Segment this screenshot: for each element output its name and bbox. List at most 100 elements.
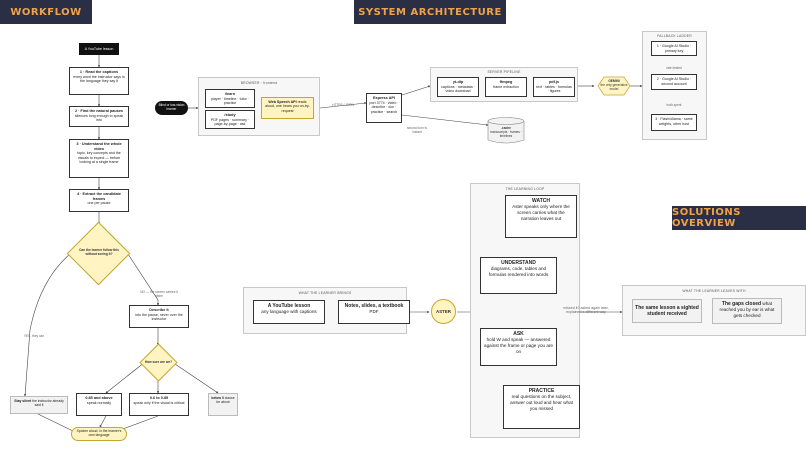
- describe-box: Describe it into the pause, never over t…: [129, 305, 189, 328]
- gemini-label: GEMINI the only generative model: [599, 79, 629, 91]
- learning-loop-label: THE LEARNING LOOP: [505, 187, 545, 191]
- browser-panel-label: BROWSER · frontend: [240, 81, 278, 85]
- ytdlp-text: captions · metadata · video download: [441, 84, 475, 94]
- watch-title: WATCH: [532, 198, 550, 204]
- bring-youtube-text: any language with captions: [261, 309, 317, 314]
- ffmpeg-box: ffmpeg frame extraction: [485, 77, 527, 97]
- study-route-box: /study PDF pages · summary · page-by-pag…: [205, 110, 255, 129]
- workflow-banner: WORKFLOW: [0, 0, 92, 24]
- ffmpeg-text: frame extraction: [493, 84, 519, 89]
- confidence-high-text: speak normally: [86, 400, 112, 405]
- learn-title: /learn: [224, 92, 236, 96]
- bring-notes-title: Notes, slides, a textbook: [344, 303, 404, 309]
- confidence-low-text: clause be about: [216, 396, 235, 405]
- ytdlp-box: yt-dlp captions · metadata · video downl…: [437, 77, 479, 97]
- ask-title: ASK: [513, 331, 524, 337]
- both-spent-label: both spent: [666, 103, 682, 107]
- practice-title: PRACTICE: [528, 388, 555, 394]
- workflow-step-2: 2 · Find the natural pauses silences lon…: [69, 106, 129, 127]
- ask-text: hold W and speak — answered against the …: [484, 337, 553, 354]
- leave-gaps-closed-text: what reached you by ear is what gets che…: [719, 301, 775, 318]
- watch-box: WATCH Aster speaks only where the screen…: [505, 195, 577, 238]
- confidence-high-box: 0.85 and above speak normally: [76, 393, 122, 416]
- learn-route-box: /learn player · timeline · tutor · pract…: [205, 89, 255, 108]
- rate-limited-label: rate limited: [666, 66, 682, 70]
- stay-silent-text: the instructor already said it: [32, 399, 64, 408]
- confidence-high-title: 0.85 and above: [85, 396, 113, 400]
- confidence-mid-title: 0.6 to 0.85: [149, 396, 169, 400]
- describe-title: Describe it: [149, 308, 169, 312]
- learn-text: player · timeline · tutor · practice: [211, 96, 249, 106]
- web-speech-title: Web Speech API: [268, 100, 297, 104]
- express-api-box: Express API port 3774 · video · describe…: [366, 93, 402, 123]
- step-2-title: 2 · Find the natural pauses: [74, 109, 124, 113]
- workflow-end-node: Spoken aloud, in the learner's own langu…: [71, 427, 127, 441]
- pdfjs-title: pdf.js: [548, 80, 560, 84]
- confidence-low-title: below 0: [211, 396, 224, 400]
- step-2-text: silences long enough to speak into: [74, 113, 124, 123]
- step-4-title: 4 · Extract the candidate frames: [77, 192, 121, 201]
- express-api-title: Express API: [372, 96, 396, 100]
- fallback-ladder-label: FALLBACK LADDER: [657, 34, 692, 38]
- workflow-step-3: 3 · Understand the whole video topic, ke…: [69, 139, 129, 178]
- understand-title: UNDERSTAND: [501, 260, 536, 266]
- https-edge-label: HTTPS / JSON: [332, 103, 354, 107]
- system-architecture-banner: SYSTEM ARCHITECTURE: [354, 0, 506, 24]
- workflow-step-1: 1 · Read the captions every word the ins…: [69, 67, 129, 95]
- loop-edge-label: missed it? asked again later, explained …: [563, 306, 609, 314]
- bring-notes-text: PDF: [369, 309, 379, 314]
- express-api-text: port 3774 · video · describe · doc · pra…: [369, 100, 399, 114]
- model-2-box: 2 · Google AI Studio · second account: [651, 74, 697, 90]
- workflow-start-node: A YouTube lesson: [79, 43, 119, 55]
- leaves-label: WHAT THE LEARNER LEAVES WITH: [682, 289, 746, 293]
- bring-youtube-box: A YouTube lesson any language with capti…: [253, 300, 325, 324]
- step-3-title: 3 · Understand the whole video: [76, 142, 122, 151]
- leave-same-lesson-box: The same lesson a sighted student receiv…: [632, 299, 702, 323]
- describe-text: into the pause, never over the instructo…: [135, 312, 183, 322]
- pdfjs-box: pdf.js text · tables · formulas · figure…: [533, 77, 575, 97]
- leave-gaps-closed-title: The gaps closed: [721, 301, 762, 307]
- confidence-mid-box: 0.6 to 0.85 speak only if the visual is …: [129, 393, 189, 416]
- workflow-step-4: 4 · Extract the candidate frames one per…: [69, 189, 129, 212]
- bring-notes-box: Notes, slides, a textbook PDF: [338, 300, 410, 324]
- ask-box: ASK hold W and speak — answered against …: [480, 328, 557, 366]
- practice-text: real questions on the subject, answer ou…: [510, 394, 573, 411]
- study-title: /study: [224, 113, 236, 117]
- aster-node: ASTER: [431, 299, 456, 324]
- gemini-text: the only generative model: [600, 83, 628, 91]
- ffmpeg-title: ffmpeg: [499, 80, 513, 84]
- gemini-title: GEMINI: [608, 79, 620, 83]
- step-3-text: topic, key concepts and the visuals to e…: [77, 151, 121, 165]
- model-1-box: 1 · Google AI Studio · primary key: [651, 41, 697, 56]
- step-1-text: every word the instructor says in the la…: [73, 74, 125, 84]
- stay-silent-box: Stay silent the instructor already said …: [10, 396, 68, 414]
- understand-text: diagrams, code, tables and formulas rend…: [488, 266, 549, 277]
- confidence-low-box: below 0 clause be about: [208, 393, 238, 416]
- web-speech-box: Web Speech API reads aloud, one hears yo…: [261, 97, 314, 119]
- practice-box: PRACTICE real questions on the subject, …: [503, 385, 580, 429]
- ytdlp-title: yt-dlp: [452, 80, 464, 84]
- step-4-text: one per pause: [87, 201, 111, 206]
- web-speech-text: reads aloud, one hears you on-by-request: [265, 100, 310, 113]
- learner-node: Blind or low-vision learner: [155, 101, 188, 115]
- pdfjs-text: text · tables · formulas · figures: [536, 84, 572, 94]
- cache-edge-label: second turn is instant: [407, 126, 427, 134]
- cache-label: .cache manuscripts · frames · timelines: [488, 126, 524, 138]
- bring-youtube-title: A YouTube lesson: [267, 303, 311, 309]
- decision-2-text: How sure are we?: [144, 360, 173, 364]
- confidence-mid-text: speak only if the visual is critical: [133, 400, 185, 405]
- yes-edge-label: YES, they can: [23, 334, 45, 338]
- step-1-title: 1 · Read the captions: [79, 70, 119, 74]
- watch-text: Aster speaks only where the screen carri…: [512, 204, 570, 221]
- server-pipeline-label: SERVER PIPELINE: [487, 70, 521, 74]
- cache-title: .cache: [501, 126, 511, 130]
- model-3-box: 3 · Flash/ollama · same weights, other h…: [651, 114, 697, 131]
- study-text: PDF pages · summary · page-by-page · ask: [210, 117, 250, 127]
- decision-1-text: Can the learner follow this without seei…: [79, 248, 119, 256]
- leave-gaps-closed-box: The gaps closed what reached you by ear …: [712, 298, 782, 324]
- brings-label: WHAT THE LEARNER BRINGS: [298, 291, 352, 295]
- leave-same-lesson-title: The same lesson a sighted student receiv…: [635, 305, 699, 317]
